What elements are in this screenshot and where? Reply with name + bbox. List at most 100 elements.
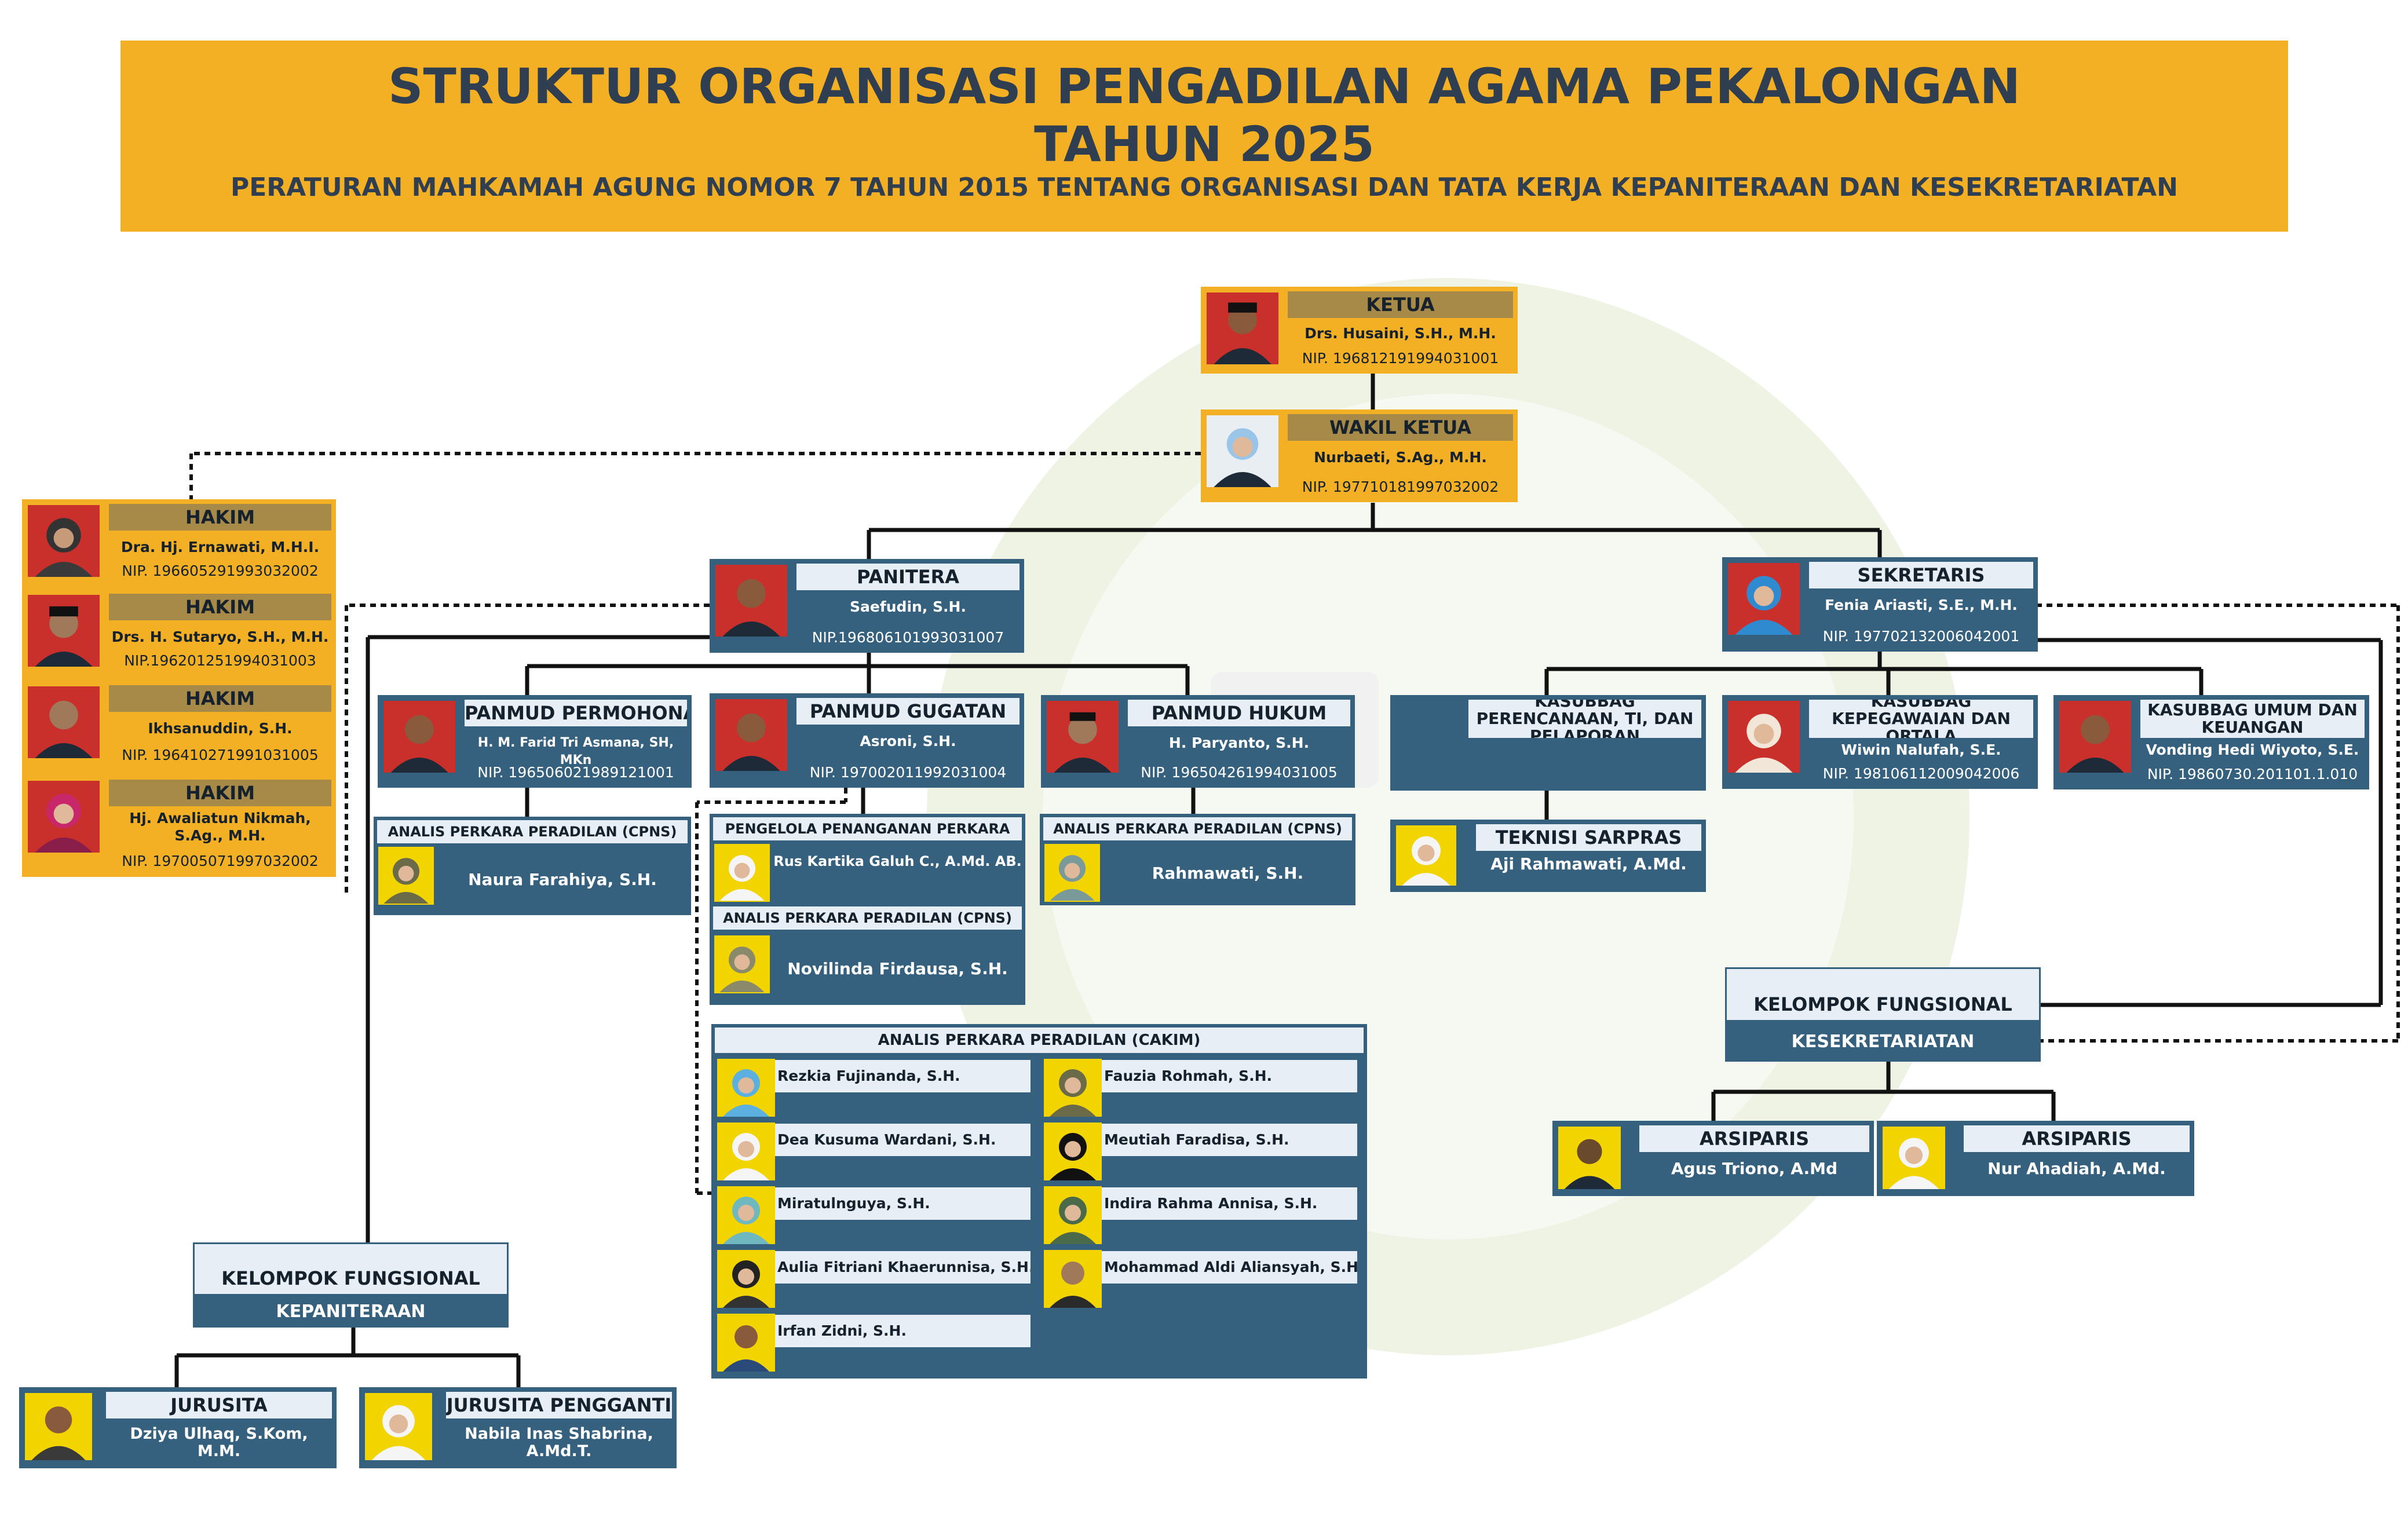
- analis-hukum-name: Rahmawati, S.H.: [1152, 863, 1304, 883]
- sekretaris-card: SEKRETARIS Fenia Ariasti, S.E., M.H. NIP…: [1722, 557, 2038, 652]
- kasubbag-ptip-card: KASUBBAG PERENCANAAN, TI, DAN PELAPORAN: [1390, 695, 1706, 791]
- wakil-photo: [1207, 415, 1278, 487]
- fg-kesekretariatan: KELOMPOK FUNGSIONAL KESEKRETARIATAN: [1725, 967, 2041, 1062]
- arsiparis-2-name: Nur Ahadiah, A.Md.: [1987, 1159, 2166, 1178]
- sekretaris-name: Fenia Ariasti, S.E., M.H.: [1825, 597, 2018, 613]
- sekretaris-nip: NIP. 197702132006042001: [1822, 628, 2020, 645]
- analis-gugatan-role: ANALIS PERKARA PERADILAN (CPNS): [713, 906, 1022, 930]
- panitera-role: PANITERA: [796, 564, 1020, 590]
- panmud-hukum-photo: [1047, 701, 1119, 773]
- panmud-permohonan-name: H. M. Farid Tri Asmana, SH, MKn: [477, 736, 674, 767]
- panmud-hukum-nip: NIP. 196504261994031005: [1141, 764, 1338, 781]
- hakim-2-name: Drs. H. Sutaryo, S.H., M.H.: [111, 628, 329, 645]
- hakim-1-name: Dra. Hj. Ernawati, M.H.I.: [120, 539, 320, 555]
- page-subtitle: PERATURAN MAHKAMAH AGUNG NOMOR 7 TAHUN 2…: [230, 173, 2178, 202]
- fg-kesekretariatan-title: KELOMPOK FUNGSIONAL: [1725, 967, 2041, 1022]
- hakim-card-2: HAKIM Drs. H. Sutaryo, S.H., M.H. NIP.19…: [22, 589, 336, 676]
- wakil-card: WAKIL KETUA Nurbaeti, S.Ag., M.H. NIP. 1…: [1201, 409, 1518, 502]
- cakim-right-4: Mohammad Aldi Aliansyah, S.H.: [1042, 1248, 1357, 1310]
- cakim-left-5-name: Irfan Zidni, S.H.: [775, 1315, 1031, 1347]
- hakim-card-3: HAKIM Ikhsanuddin, S.H. NIP. 19641027199…: [22, 681, 336, 770]
- panitera-card: PANITERA Saefudin, S.H. NIP.196806101993…: [710, 559, 1024, 653]
- kasubbag-umum-card: KASUBBAG UMUM DAN KEUANGAN Vonding Hedi …: [2053, 695, 2369, 789]
- arsiparis-2-photo: [1883, 1127, 1945, 1189]
- hakim-2-role: HAKIM: [109, 594, 331, 620]
- jurusita-pengganti-photo: [365, 1393, 432, 1460]
- teknisi-name: Aji Rahmawati, A.Md.: [1490, 854, 1687, 873]
- analis-gugatan-name: Novilinda Firdausa, S.H.: [787, 959, 1008, 978]
- analis-permohonan-card: ANALIS PERKARA PERADILAN (CPNS) Naura Fa…: [374, 817, 691, 915]
- hakim-4-role: HAKIM: [109, 780, 331, 806]
- jurusita-card: JURUSITA Dziya Ulhaq, S.Kom, M.M.: [19, 1387, 337, 1468]
- panmud-gugatan-photo: [715, 699, 787, 771]
- ketua-name: Drs. Husaini, S.H., M.H.: [1305, 325, 1496, 342]
- jurusita-role: JURUSITA: [106, 1392, 332, 1418]
- cakim-right-1-name: Fauzia Rohmah, S.H.: [1102, 1060, 1357, 1092]
- jurusita-pengganti-role: JURUSITA PENGGANTI: [446, 1392, 672, 1418]
- cakim-title: ANALIS PERKARA PERADILAN (CAKIM): [715, 1028, 1364, 1053]
- kasubbag-umum-photo: [2059, 701, 2131, 773]
- page-year: TAHUN 2025: [1034, 116, 1375, 173]
- fg-kepaniteraan: KELOMPOK FUNGSIONAL KEPANITERAAN: [193, 1242, 509, 1328]
- kasubbag-umum-nip: NIP. 19860730.201101.1.010: [2147, 766, 2358, 783]
- cakim-left-1-photo: [717, 1059, 775, 1117]
- arsiparis-2-card: ARSIPARIS Nur Ahadiah, A.Md.: [1877, 1121, 2194, 1196]
- analis-permohonan-photo: [378, 847, 434, 905]
- arsiparis-1-photo: [1558, 1127, 1621, 1189]
- cakim-right-2: Meutiah Faradisa, S.H.: [1042, 1120, 1357, 1183]
- cakim-left-2-name: Dea Kusuma Wardani, S.H.: [775, 1124, 1031, 1156]
- cakim-right-1-photo: [1044, 1059, 1102, 1117]
- hakim-3-role: HAKIM: [109, 685, 331, 712]
- cakim-left-5-photo: [717, 1314, 775, 1372]
- hakim-2-nip: NIP.196201251994031003: [124, 652, 316, 669]
- kasubbag-kepegawaian-photo: [1728, 701, 1800, 773]
- cakim-right-4-photo: [1044, 1250, 1102, 1308]
- panmud-permohonan-card: PANMUD PERMOHONAN H. M. Farid Tri Asmana…: [378, 695, 692, 788]
- kasubbag-kepegawaian-role: KASUBBAG KEPEGAWAIAN DAN ORTALA: [1809, 700, 2033, 738]
- cakim-right-2-name: Meutiah Faradisa, S.H.: [1102, 1124, 1357, 1156]
- panmud-gugatan-name: Asroni, S.H.: [860, 733, 956, 749]
- hakim-4-photo: [28, 781, 100, 853]
- hakim-3-nip: NIP. 196410271991031005: [122, 747, 319, 763]
- title-banner: STRUKTUR ORGANISASI PENGADILAN AGAMA PEK…: [120, 41, 2288, 232]
- analis-hukum-role: ANALIS PERKARA PERADILAN (CPNS): [1043, 817, 1352, 840]
- cakim-left-5: Irfan Zidni, S.H.: [715, 1311, 1031, 1374]
- hakim-4-nip: NIP. 197005071997032002: [122, 853, 319, 869]
- hakim-2-photo: [28, 595, 100, 667]
- kasubbag-kepegawaian-card: KASUBBAG KEPEGAWAIAN DAN ORTALA Wiwin Na…: [1722, 695, 2038, 789]
- panmud-hukum-name: H. Paryanto, S.H.: [1168, 734, 1310, 751]
- ketua-role: KETUA: [1288, 291, 1513, 318]
- gugatan-staff-group: PENGELOLA PENANGANAN PERKARA Rus Kartika…: [710, 814, 1025, 1005]
- cakim-left-4-photo: [717, 1250, 775, 1308]
- hakim-1-role: HAKIM: [109, 504, 331, 531]
- hakim-3-name: Ikhsanuddin, S.H.: [148, 720, 293, 737]
- analis-permohonan-name: Naura Farahiya, S.H.: [468, 869, 657, 889]
- teknisi-card: TEKNISI SARPRAS Aji Rahmawati, A.Md.: [1390, 820, 1706, 892]
- kasubbag-umum-role: KASUBBAG UMUM DAN KEUANGAN: [2140, 700, 2365, 738]
- sekretaris-role: SEKRETARIS: [1809, 562, 2033, 588]
- analis-permohonan-role: ANALIS PERKARA PERADILAN (CPNS): [377, 820, 688, 843]
- cakim-left-2: Dea Kusuma Wardani, S.H.: [715, 1120, 1031, 1183]
- cakim-right-4-name: Mohammad Aldi Aliansyah, S.H.: [1102, 1251, 1357, 1284]
- kasubbag-kepegawaian-name: Wiwin Nalufah, S.E.: [1841, 741, 2001, 758]
- cakim-left-4-name: Aulia Fitriani Khaerunnisa, S.H.: [775, 1251, 1031, 1284]
- ketua-card: KETUA Drs. Husaini, S.H., M.H. NIP. 1968…: [1201, 287, 1518, 374]
- pengelola-name: Rus Kartika Galuh C., A.Md. AB.: [773, 853, 1022, 869]
- pengelola-role: PENGELOLA PENANGANAN PERKARA: [713, 817, 1022, 840]
- panmud-gugatan-role: PANMUD GUGATAN: [796, 698, 1020, 725]
- cakim-left-3: Miratulnguya, S.H.: [715, 1184, 1031, 1246]
- analis-hukum-photo: [1044, 844, 1100, 902]
- fg-kesekretariatan-sub: KESEKRETARIATAN: [1725, 1022, 2041, 1062]
- cakim-left-4: Aulia Fitriani Khaerunnisa, S.H.: [715, 1248, 1031, 1310]
- analis-hukum-card: ANALIS PERKARA PERADILAN (CPNS) Rahmawat…: [1040, 814, 1355, 905]
- panitera-photo: [715, 565, 787, 637]
- panmud-gugatan-card: PANMUD GUGATAN Asroni, S.H. NIP. 1970020…: [710, 693, 1024, 788]
- fg-kepaniteraan-sub: KEPANITERAAN: [193, 1296, 509, 1328]
- teknisi-role: TEKNISI SARPRAS: [1476, 824, 1701, 851]
- cakim-group: ANALIS PERKARA PERADILAN (CAKIM) Rezkia …: [711, 1024, 1367, 1379]
- cakim-right-3-photo: [1044, 1186, 1102, 1244]
- arsiparis-2-role: ARSIPARIS: [1964, 1125, 2190, 1152]
- cakim-left-2-photo: [717, 1123, 775, 1180]
- pengelola-photo: [714, 844, 770, 902]
